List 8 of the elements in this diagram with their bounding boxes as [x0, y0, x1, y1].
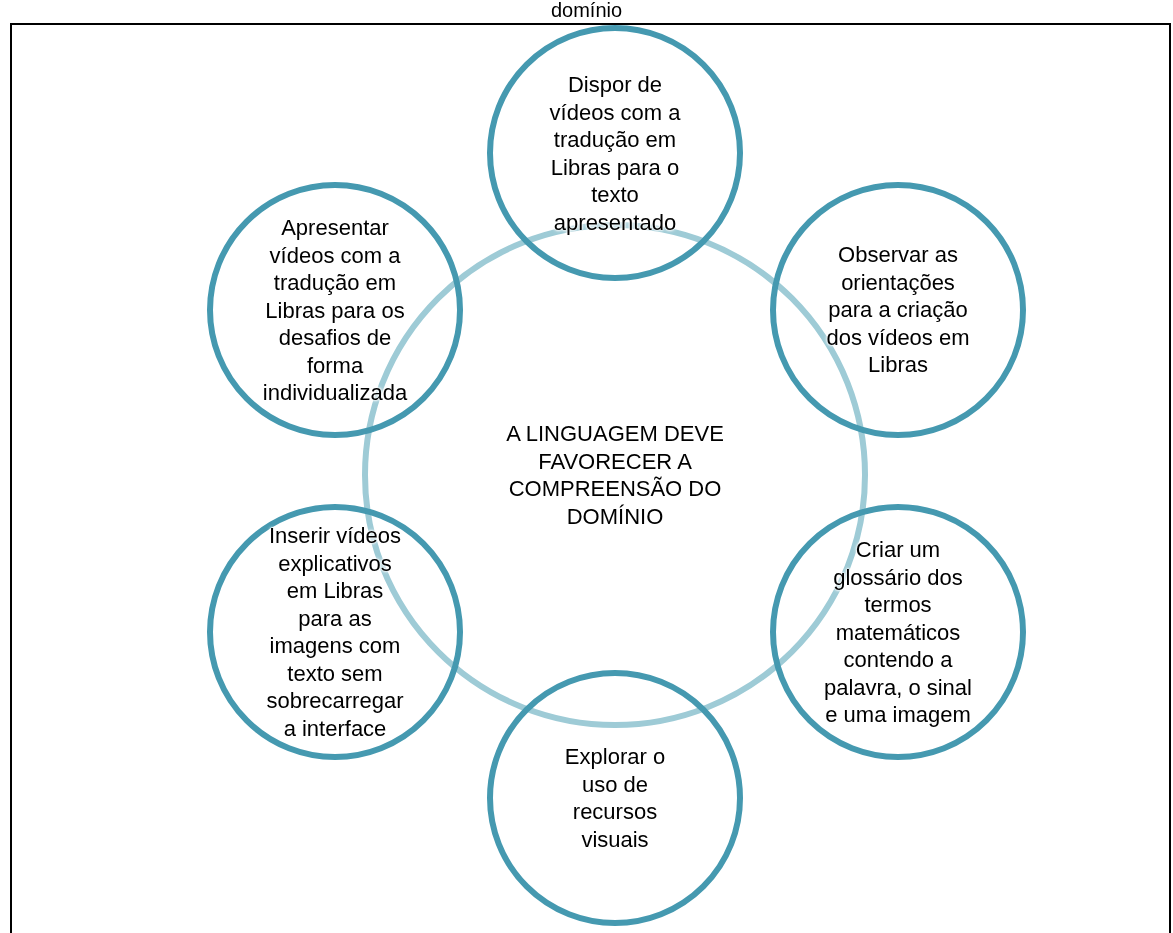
circle-text: A LINGUAGEM DEVE FAVORECER A COMPREENSÃO DO DOMÍNIO — [505, 420, 725, 530]
circle-text: Inserir vídeos explicativos em Libras para as imagens com texto sem sobrecarregar a interface — [265, 522, 405, 742]
heading-text: domínio — [550, 0, 623, 21]
circle-text: Criar um glossário dos termos matemáticos contendo a palavra, o sinal e uma imagem — [823, 535, 973, 729]
circle-text: Observar as orientações para a criação dos vídeos em Libras — [825, 241, 971, 379]
circle-text: Apresentar vídeos com a tradução em Libras para os desafios de forma individualizada — [261, 213, 409, 407]
circle-text: Dispor de vídeos com a tradução em Libras para o texto apresentado — [548, 70, 682, 236]
circle-text: Explorar o uso de recursos visuais — [563, 743, 667, 853]
